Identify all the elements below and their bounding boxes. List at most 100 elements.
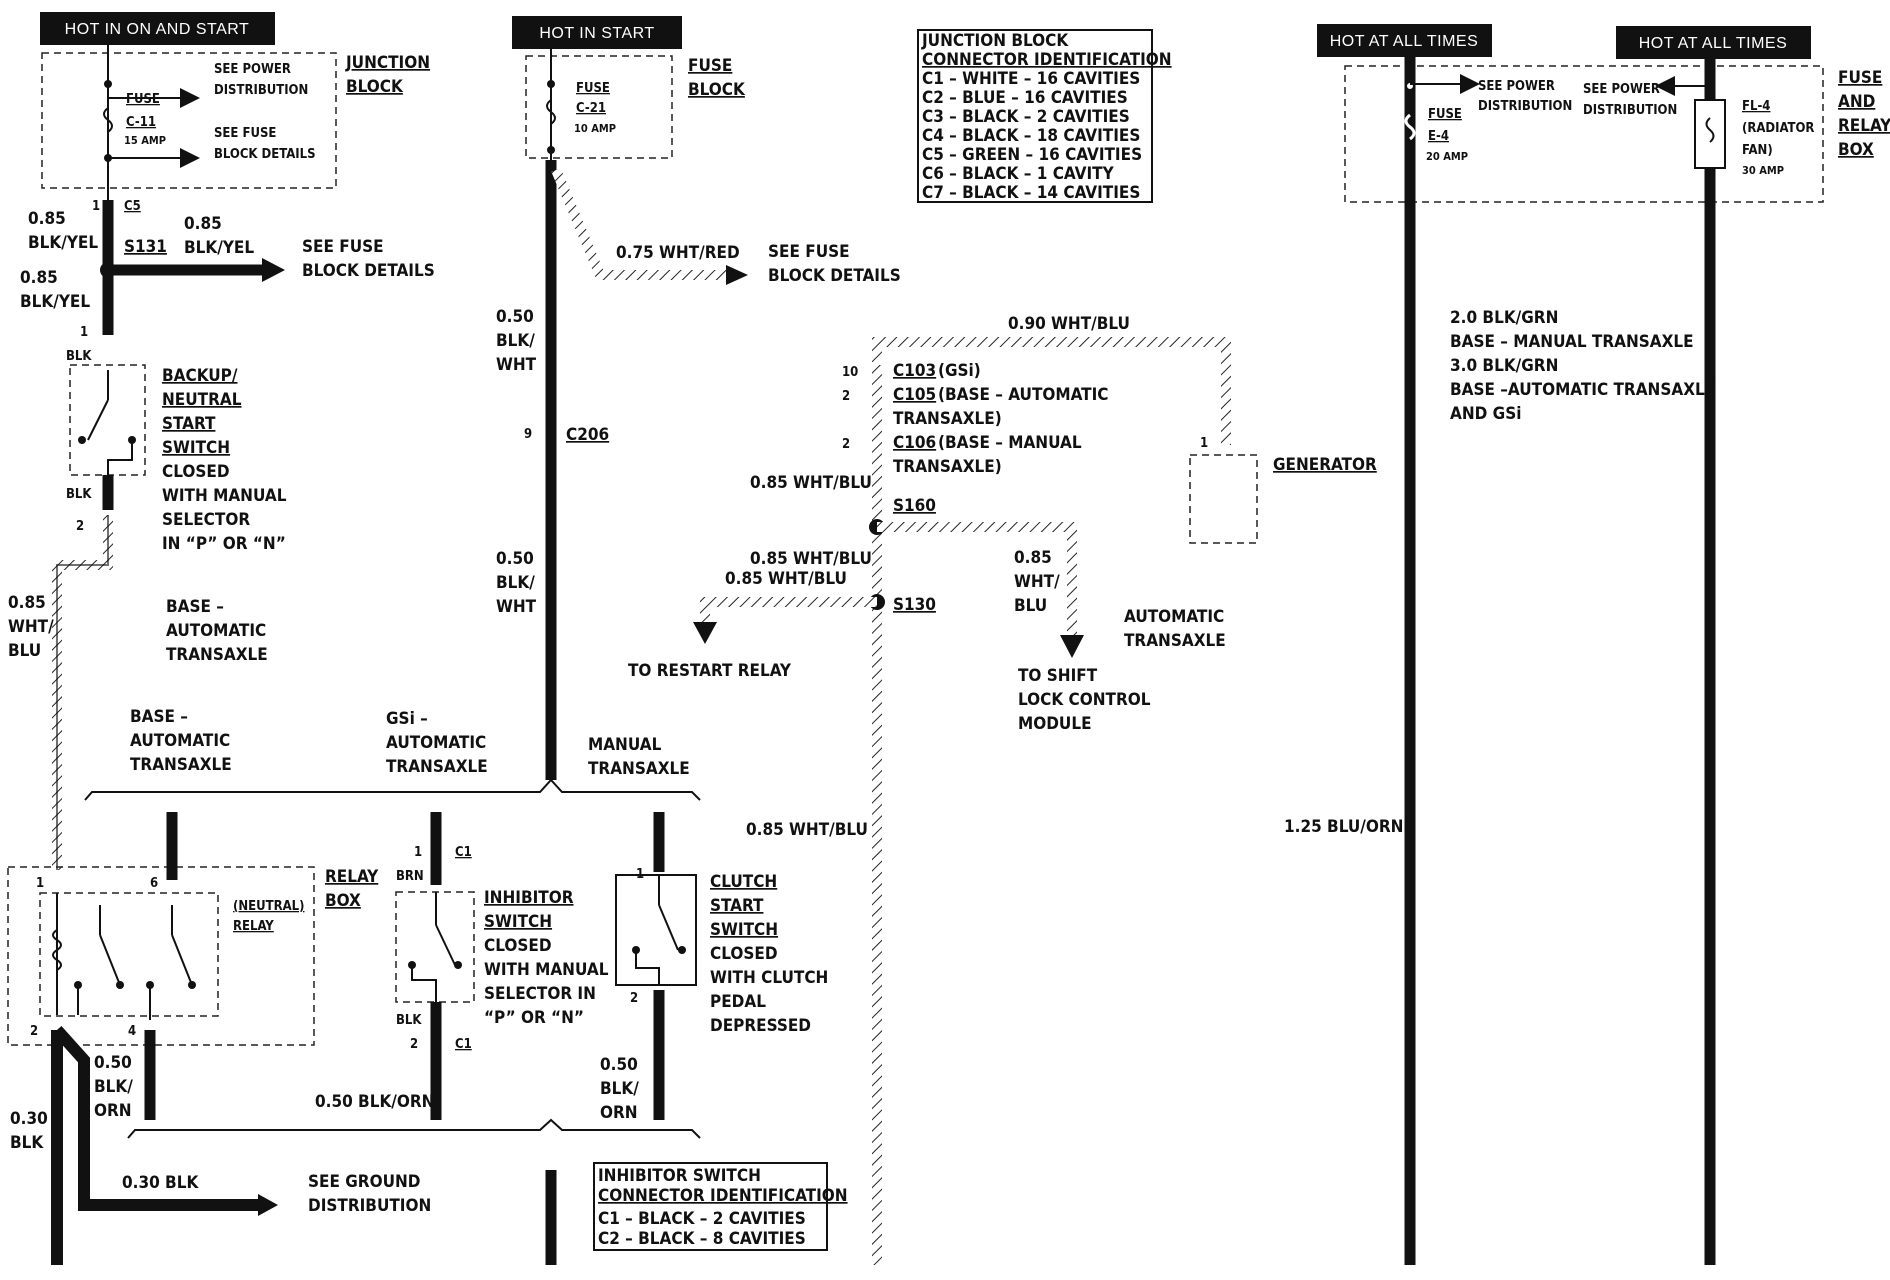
svg-text:ORN: ORN [600,1103,638,1123]
svg-text:SEE FUSE: SEE FUSE [768,242,850,262]
svg-text:6: 6 [150,876,158,891]
table-row: C3 – BLACK – 2 CAVITIES [922,107,1130,127]
svg-text:PEDAL: PEDAL [710,992,766,1012]
jb-fuse-label: FUSE [126,92,160,107]
svg-text:0.85: 0.85 [1014,548,1052,568]
svg-text:CLOSED: CLOSED [710,944,778,964]
inhibitor-switch-label: INHIBITOR [484,888,574,908]
svg-text:SEE FUSE: SEE FUSE [302,237,384,257]
table-row: C2 – BLUE – 16 CAVITIES [922,88,1128,108]
svg-text:AUTOMATIC: AUTOMATIC [166,621,266,641]
svg-text:WITH MANUAL: WITH MANUAL [484,960,609,980]
svg-text:DISTRIBUTION: DISTRIBUTION [1478,99,1572,114]
svg-text:(BASE – MANUAL: (BASE – MANUAL [938,433,1082,453]
svg-text:BOX: BOX [1838,140,1874,160]
connector-c206: C206 [566,425,609,445]
svg-text:0.85: 0.85 [28,209,66,229]
svg-text:BLK/: BLK/ [94,1077,133,1097]
svg-text:BASE –: BASE – [166,597,224,617]
svg-text:4: 4 [128,1024,136,1039]
table-row: C5 – GREEN – 16 CAVITIES [922,145,1142,165]
table-row: C1 – BLACK – 2 CAVITIES [598,1209,806,1229]
svg-text:WHT/: WHT/ [1014,572,1060,592]
svg-text:BLOCK DETAILS: BLOCK DETAILS [768,266,901,286]
header-hot-all-times-2: HOT AT ALL TIMES [1616,26,1811,59]
svg-text:BASE –: BASE – [130,707,188,727]
svg-text:2: 2 [30,1024,38,1039]
svg-text:WHT: WHT [496,597,537,617]
relay-box [7,866,315,1046]
svg-text:SEE FUSE: SEE FUSE [214,126,276,141]
junction-connector-table: JUNCTION BLOCK CONNECTOR IDENTIFICATION … [917,29,1172,203]
svg-text:0.85: 0.85 [8,593,46,613]
svg-text:0.30: 0.30 [10,1109,48,1129]
svg-text:DEPRESSED: DEPRESSED [710,1016,811,1036]
svg-text:TRANSAXLE): TRANSAXLE) [893,409,1002,429]
svg-text:0.85: 0.85 [184,214,222,234]
svg-text:SELECTOR: SELECTOR [162,510,250,530]
connector-c106: C106 [893,433,936,453]
fuse-relay-box: SEE POWER DISTRIBUTION SEE POWER DISTRIB… [1284,57,1890,1265]
svg-text:BLK/: BLK/ [496,573,535,593]
svg-text:CLOSED: CLOSED [484,936,552,956]
svg-text:BLU: BLU [8,641,41,661]
generator-box [1189,454,1258,544]
svg-text:WITH MANUAL: WITH MANUAL [162,486,287,506]
svg-text:SWITCH: SWITCH [484,912,552,932]
svg-text:0.85 WHT/BLU: 0.85 WHT/BLU [725,569,847,589]
svg-text:AUTOMATIC: AUTOMATIC [386,733,486,753]
svg-text:0.50: 0.50 [496,549,534,569]
svg-text:1: 1 [80,325,88,340]
svg-text:AUTOMATIC: AUTOMATIC [130,731,230,751]
svg-text:DISTRIBUTION: DISTRIBUTION [308,1196,431,1216]
svg-text:CONNECTOR IDENTIFICATION: CONNECTOR IDENTIFICATION [922,50,1172,70]
clutch-switch [615,874,697,986]
svg-text:WHT/: WHT/ [8,617,54,637]
svg-text:BLK/YEL: BLK/YEL [20,292,90,312]
svg-text:BLK/YEL: BLK/YEL [184,238,254,258]
svg-text:9: 9 [524,427,532,442]
splice-s131-label: S131 [124,237,167,257]
header-hot-on-start: HOT IN ON AND START [40,12,275,45]
svg-text:2: 2 [410,1037,418,1052]
svg-text:1: 1 [92,199,100,214]
svg-text:RELAY: RELAY [1838,116,1890,136]
generator-label: GENERATOR [1273,455,1377,475]
svg-text:RELAY: RELAY [233,919,274,934]
svg-text:(GSi): (GSi) [938,361,981,381]
svg-text:BRN: BRN [396,869,424,884]
svg-text:CONNECTOR IDENTIFICATION: CONNECTOR IDENTIFICATION [598,1186,848,1206]
splice-s160-label: S160 [893,496,936,516]
svg-text:SELECTOR IN: SELECTOR IN [484,984,596,1004]
svg-text:LOCK CONTROL: LOCK CONTROL [1018,690,1151,710]
svg-text:“P” OR “N”: “P” OR “N” [484,1008,584,1028]
svg-text:BLK: BLK [10,1133,44,1153]
svg-text:1: 1 [414,845,422,860]
table-row: C2 – BLACK – 8 CAVITIES [598,1229,806,1249]
svg-text:IN “P” OR “N”: IN “P” OR “N” [162,534,286,554]
svg-text:0.85 WHT/BLU: 0.85 WHT/BLU [750,473,872,493]
svg-text:ORN: ORN [94,1101,132,1121]
svg-text:1: 1 [1200,436,1208,451]
splice-s130-label: S130 [893,595,936,615]
svg-text:DISTRIBUTION: DISTRIBUTION [1583,103,1677,118]
svg-text:BASE – MANUAL TRANSAXLE: BASE – MANUAL TRANSAXLE [1450,332,1694,352]
svg-text:TRANSAXLE): TRANSAXLE) [893,457,1002,477]
svg-text:2: 2 [76,519,84,534]
table-row: C7 – BLACK – 14 CAVITIES [922,183,1140,203]
svg-text:TO RESTART RELAY: TO RESTART RELAY [628,661,792,681]
svg-text:DISTRIBUTION: DISTRIBUTION [214,83,308,98]
svg-text:SEE POWER: SEE POWER [1583,82,1660,97]
svg-text:INHIBITOR SWITCH: INHIBITOR SWITCH [598,1166,761,1186]
svg-text:JUNCTION BLOCK: JUNCTION BLOCK [921,31,1069,51]
svg-text:3.0 BLK/GRN: 3.0 BLK/GRN [1450,356,1558,376]
svg-text:C-21: C-21 [576,101,606,116]
svg-text:(BASE – AUTOMATIC: (BASE – AUTOMATIC [938,385,1108,405]
connector-c5: C5 [124,199,141,214]
jb-fuse-id: C-11 [126,115,156,130]
svg-text:0.50 BLK/ORN: 0.50 BLK/ORN [315,1092,434,1112]
svg-text:1.25 BLU/ORN: 1.25 BLU/ORN [1284,817,1403,837]
svg-text:FAN): FAN) [1742,143,1773,158]
svg-text:HOT IN ON AND START: HOT IN ON AND START [65,21,250,38]
